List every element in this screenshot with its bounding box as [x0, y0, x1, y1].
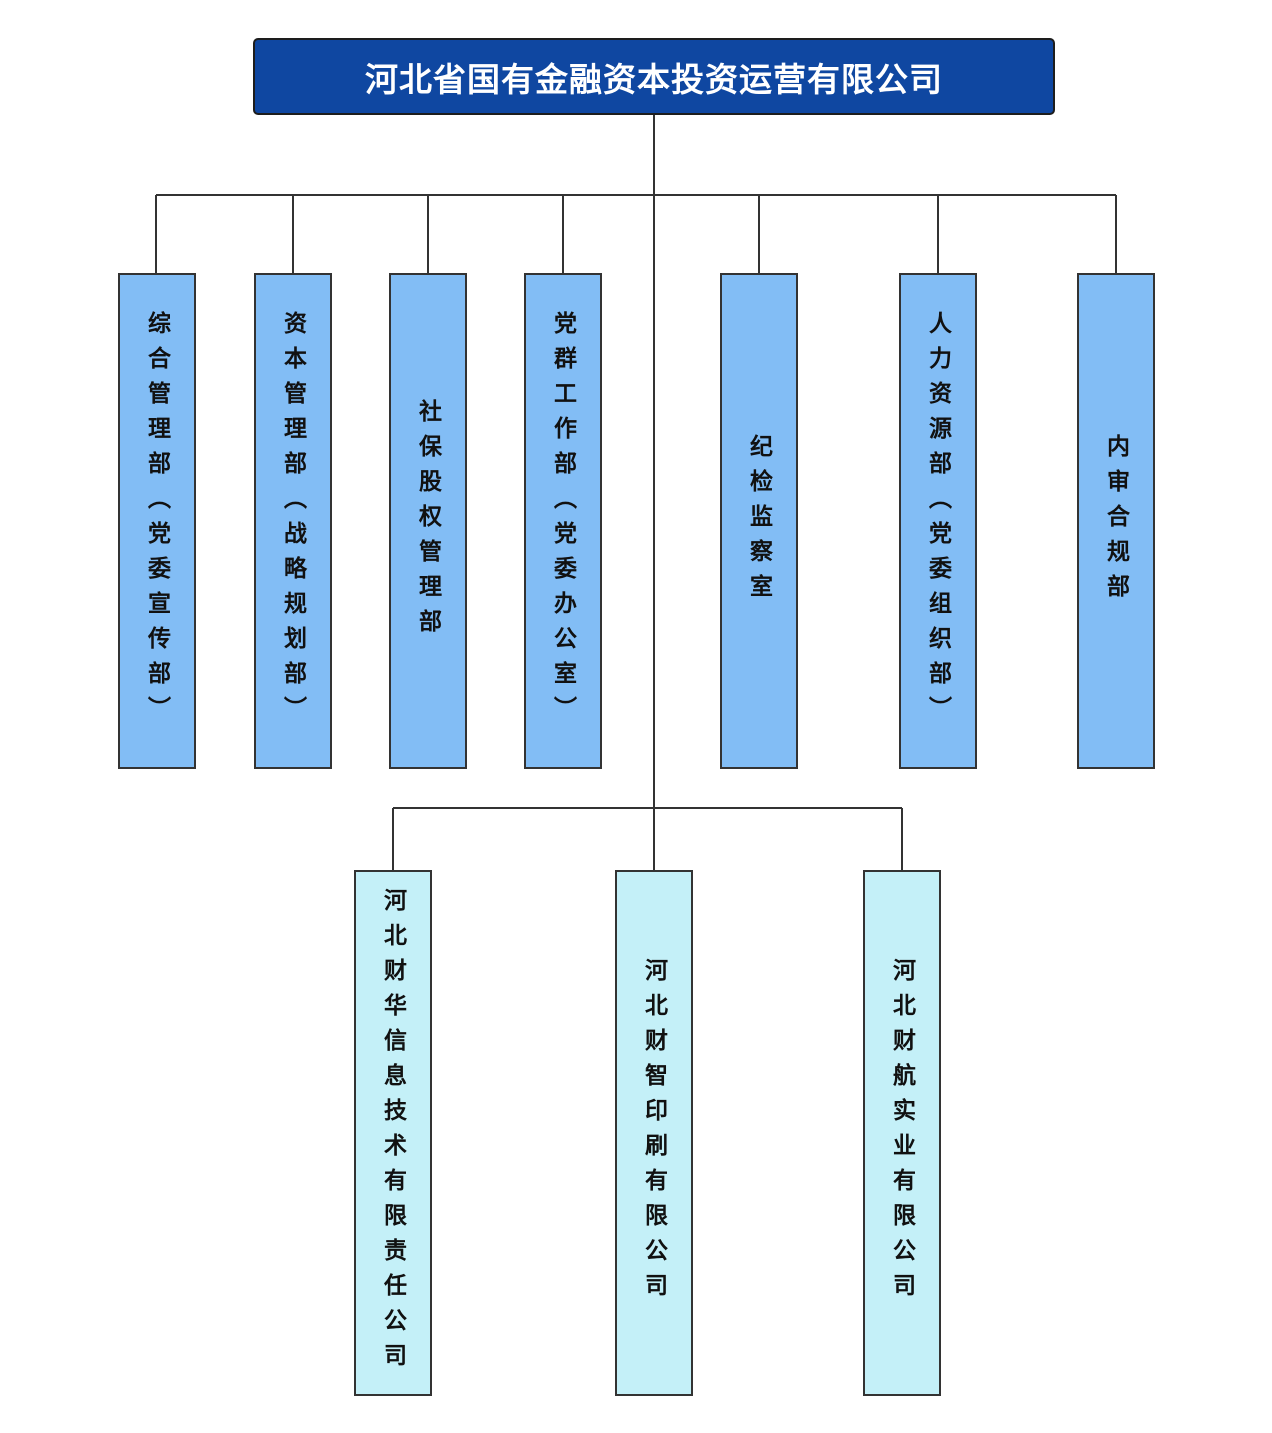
subsidiary-box-caizhi: 河北财智印刷有限公司	[615, 870, 693, 1396]
department-label: 党群工作部（党委办公室）	[549, 311, 577, 731]
department-label: 人力资源部（党委组织部）	[924, 311, 952, 731]
department-box-party: 党群工作部（党委办公室）	[524, 273, 602, 769]
department-box-hr: 人力资源部（党委组织部）	[899, 273, 977, 769]
subsidiary-box-caihua: 河北财华信息技术有限责任公司	[354, 870, 432, 1396]
root-company-title: 河北省国有金融资本投资运营有限公司	[365, 59, 943, 99]
department-label: 资本管理部（战略规划部）	[279, 311, 307, 731]
department-box-equity: 社保股权管理部	[389, 273, 467, 769]
subsidiary-label: 河北财航实业有限公司	[888, 958, 916, 1308]
department-label: 纪检监察室	[745, 433, 773, 609]
department-label: 综合管理部（党委宣传部）	[143, 311, 171, 731]
subsidiary-label: 河北财智印刷有限公司	[640, 958, 668, 1308]
department-box-general: 综合管理部（党委宣传部）	[118, 273, 196, 769]
department-label: 社保股权管理部	[414, 398, 442, 644]
subsidiary-box-caihang: 河北财航实业有限公司	[863, 870, 941, 1396]
department-box-discipline: 纪检监察室	[720, 273, 798, 769]
department-label: 内审合规部	[1102, 433, 1130, 609]
department-box-capital: 资本管理部（战略规划部）	[254, 273, 332, 769]
department-box-audit: 内审合规部	[1077, 273, 1155, 769]
root-company-box: 河北省国有金融资本投资运营有限公司	[253, 38, 1055, 115]
subsidiary-label: 河北财华信息技术有限责任公司	[379, 888, 407, 1378]
